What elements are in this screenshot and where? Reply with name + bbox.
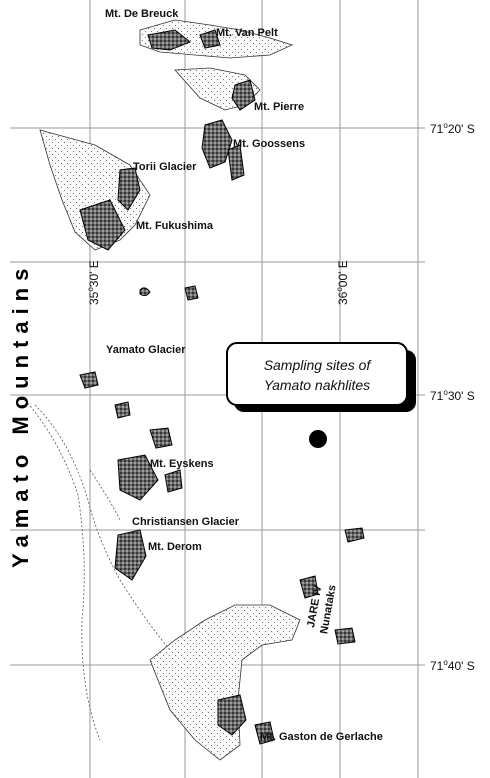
rock-outcrops: [79, 29, 365, 745]
place-mt-de-breuck: Mt. De Breuck: [105, 8, 179, 20]
latitude-label-2: 71o30' S: [430, 388, 475, 403]
place-mt-eyskens: Mt. Eyskens: [150, 458, 214, 470]
place-mt-van-pelt: Mt. Van Pelt: [216, 27, 278, 39]
place-torii-glacier: Torii Glacier: [133, 161, 197, 173]
callout-line-2: Yamato nakhlites: [264, 377, 370, 393]
place-mt-goossens: Mt. Goossens: [233, 138, 305, 150]
place-christiansen-glacier: Christiansen Glacier: [132, 516, 240, 528]
sampling-site-marker: [309, 430, 327, 448]
place-mt-pierre: Mt. Pierre: [254, 101, 304, 113]
place-mt-fukushima: Mt. Fukushima: [136, 220, 214, 232]
place-mt-derom: Mt. Derom: [148, 541, 202, 553]
callout-line-1: Sampling sites of: [264, 357, 373, 373]
ice-field-north: [39, 19, 294, 251]
ice-field-south: [24, 399, 301, 761]
sampling-callout: Sampling sites of Yamato nakhlites: [226, 342, 416, 412]
range-label: Yamato Mountains: [8, 262, 33, 568]
place-mt-gaston-de-gerlache: Mt. Gaston de Gerlache: [260, 731, 383, 743]
place-yamato-glacier: Yamato Glacier: [106, 344, 186, 356]
latitude-label-1: 71o20' S: [430, 121, 475, 136]
latitude-label-3: 71o40' S: [430, 658, 475, 673]
longitude-label-2: 36o00' E: [335, 260, 350, 305]
longitude-label-1: 35o30' E: [86, 260, 101, 305]
